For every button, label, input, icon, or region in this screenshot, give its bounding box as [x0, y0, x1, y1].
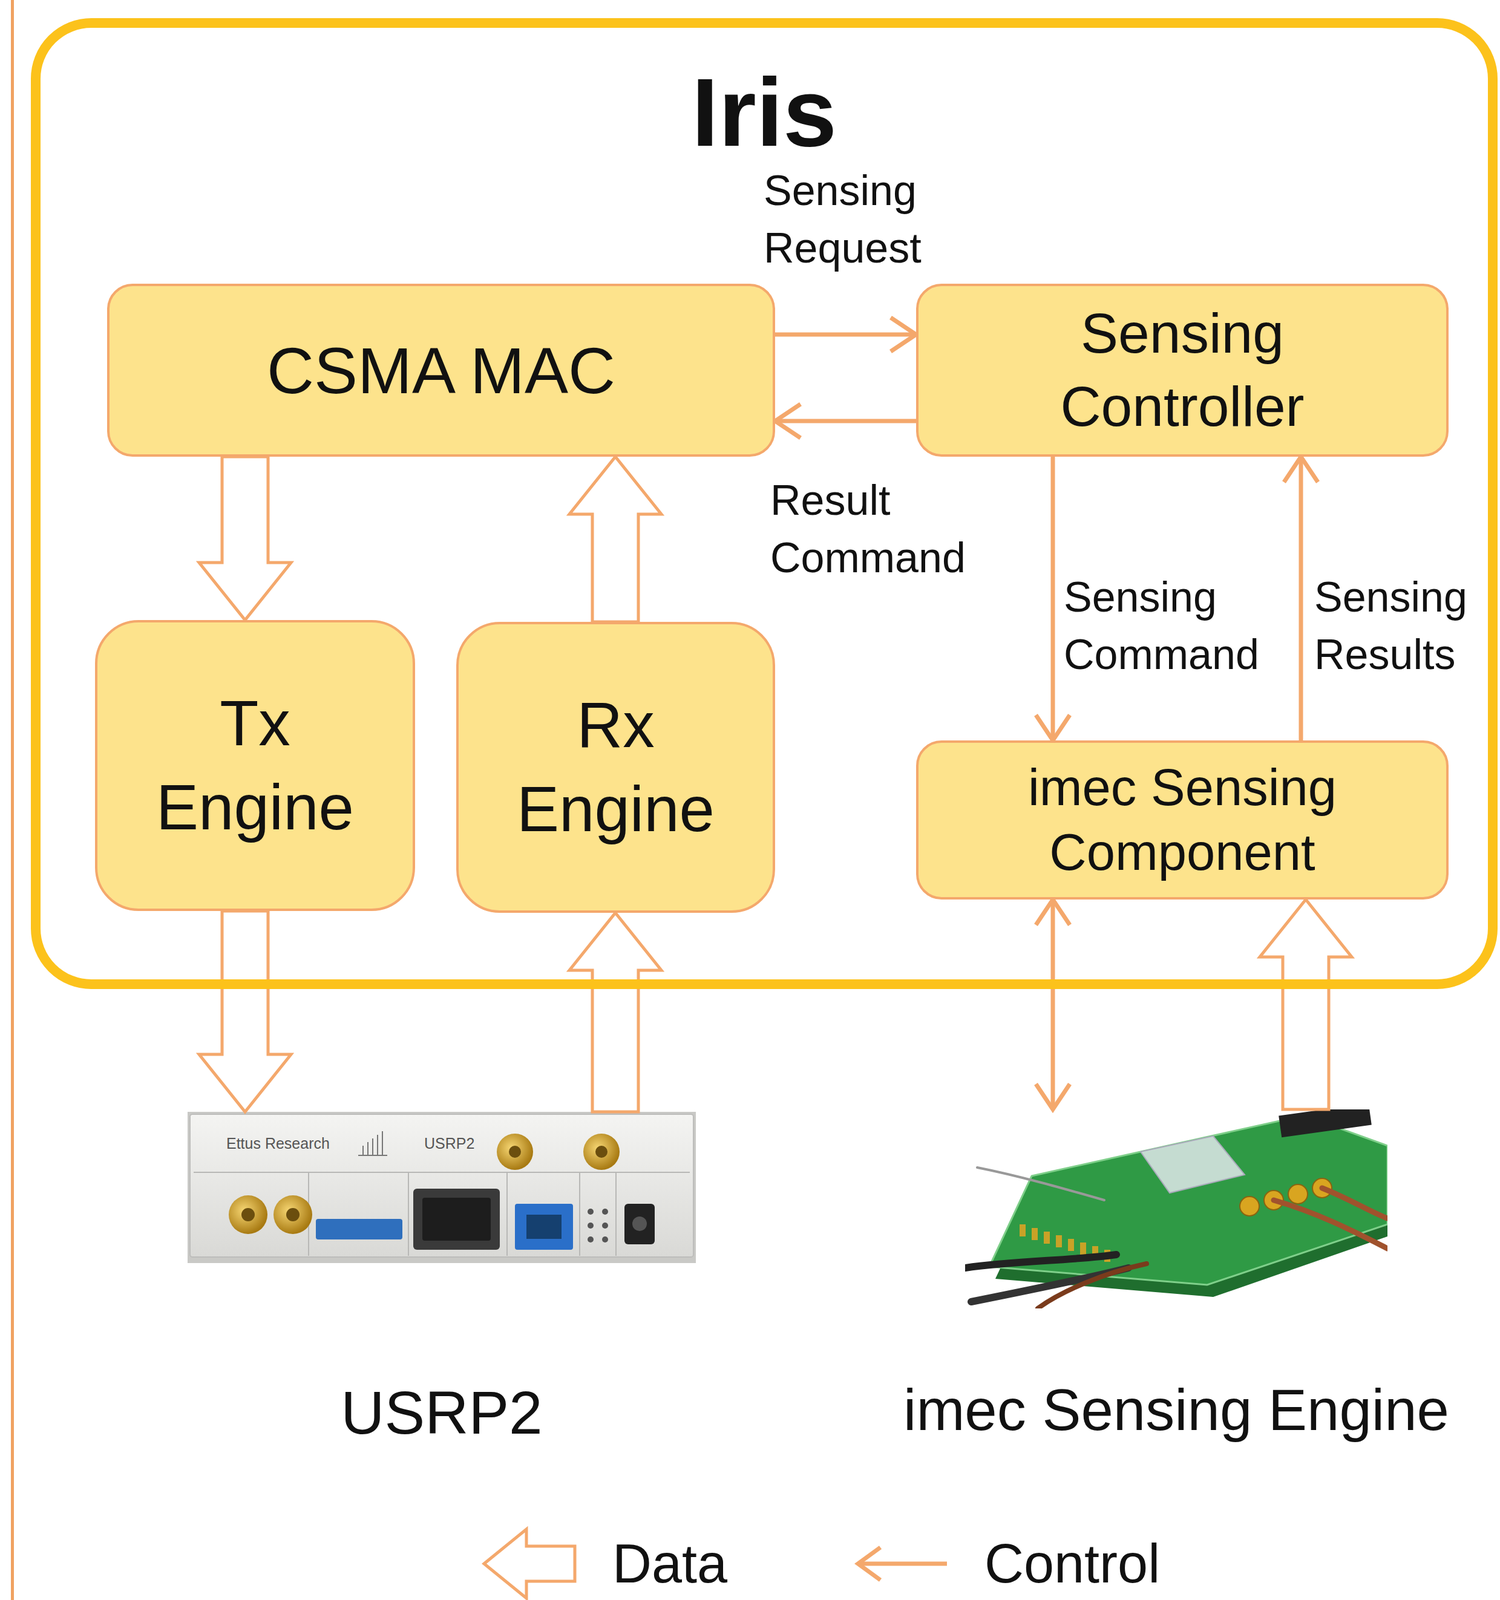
- data-arrow: [1259, 899, 1352, 1110]
- arrow-head: [1283, 456, 1318, 483]
- side-rule: [10, 0, 14, 1600]
- arrow-head: [1035, 899, 1070, 926]
- edge-label-box: Result Command: [770, 471, 1001, 587]
- device-name: USRP2: [340, 1378, 543, 1448]
- control-line: [1299, 456, 1304, 741]
- hollow-arrow: [1259, 899, 1352, 1110]
- box-label: Rx Engine: [488, 683, 744, 852]
- imec-board-illustration: [965, 1109, 1388, 1309]
- data-arrow: [569, 913, 662, 1113]
- legend-text: Control: [984, 1536, 1160, 1592]
- panel-print: Ettus Research: [226, 1135, 330, 1153]
- control-line: [1051, 899, 1056, 1110]
- edge-label: Sensing Results: [1314, 568, 1490, 684]
- system-title: Iris: [40, 64, 1488, 161]
- box-label: Tx Engine: [128, 681, 383, 850]
- box-label: CSMA MAC: [266, 329, 616, 412]
- legend-control-head: [858, 1547, 881, 1581]
- panel-print: USRP2: [424, 1135, 475, 1153]
- process-box: Tx Engine: [94, 620, 416, 912]
- hollow-arrow: [569, 913, 662, 1113]
- edge-label-box: Sensing Command: [1063, 568, 1282, 684]
- arrow-head: [1035, 715, 1070, 741]
- data-arrow: [199, 456, 292, 621]
- usrp2-illustration: [187, 1112, 696, 1264]
- control-line: [1051, 456, 1056, 741]
- process-box: CSMA MAC: [107, 283, 776, 457]
- system-boundary: IrisCSMA MAC Sensing Controller Tx Engine R…: [30, 18, 1498, 990]
- arrow-head: [775, 404, 801, 439]
- edge-label-box: Sensing Results: [1314, 568, 1490, 684]
- process-box: Rx Engine: [456, 622, 776, 914]
- data-arrow: [569, 456, 662, 623]
- edge-label-box: Sensing Request: [763, 162, 958, 277]
- box-label: Sensing Controller: [994, 297, 1370, 444]
- hollow-arrow: [199, 911, 292, 1113]
- edge-label: Sensing Request: [763, 162, 958, 277]
- arrow-head: [890, 317, 917, 352]
- device-name: imec Sensing Engine: [903, 1377, 1450, 1444]
- control-arrow: [775, 404, 917, 439]
- edge-label: Result Command: [770, 471, 1001, 587]
- edge-label: Sensing Command: [1063, 568, 1282, 684]
- control-arrow: [1283, 456, 1318, 741]
- control-line: [775, 332, 917, 338]
- control-arrow: [1035, 899, 1070, 1110]
- process-box: imec Sensing Component: [916, 740, 1449, 900]
- data-arrow: [199, 911, 292, 1113]
- legend-control-sample: [858, 1562, 947, 1567]
- legend-text: Data: [612, 1536, 728, 1592]
- hollow-arrow: [569, 456, 662, 623]
- legend-samples: [0, 1512, 1500, 1600]
- hollow-arrow: [199, 456, 292, 621]
- box-label: imec Sensing Component: [970, 755, 1395, 885]
- arrow-head: [1035, 1084, 1070, 1110]
- control-arrow: [775, 317, 917, 352]
- hardware-device: USRP2: [187, 1112, 696, 1264]
- hardware-device: imec Sensing Engine: [965, 1109, 1388, 1309]
- legend-data-sample: [484, 1529, 575, 1599]
- process-box: Sensing Controller: [916, 283, 1449, 457]
- control-line: [775, 419, 917, 424]
